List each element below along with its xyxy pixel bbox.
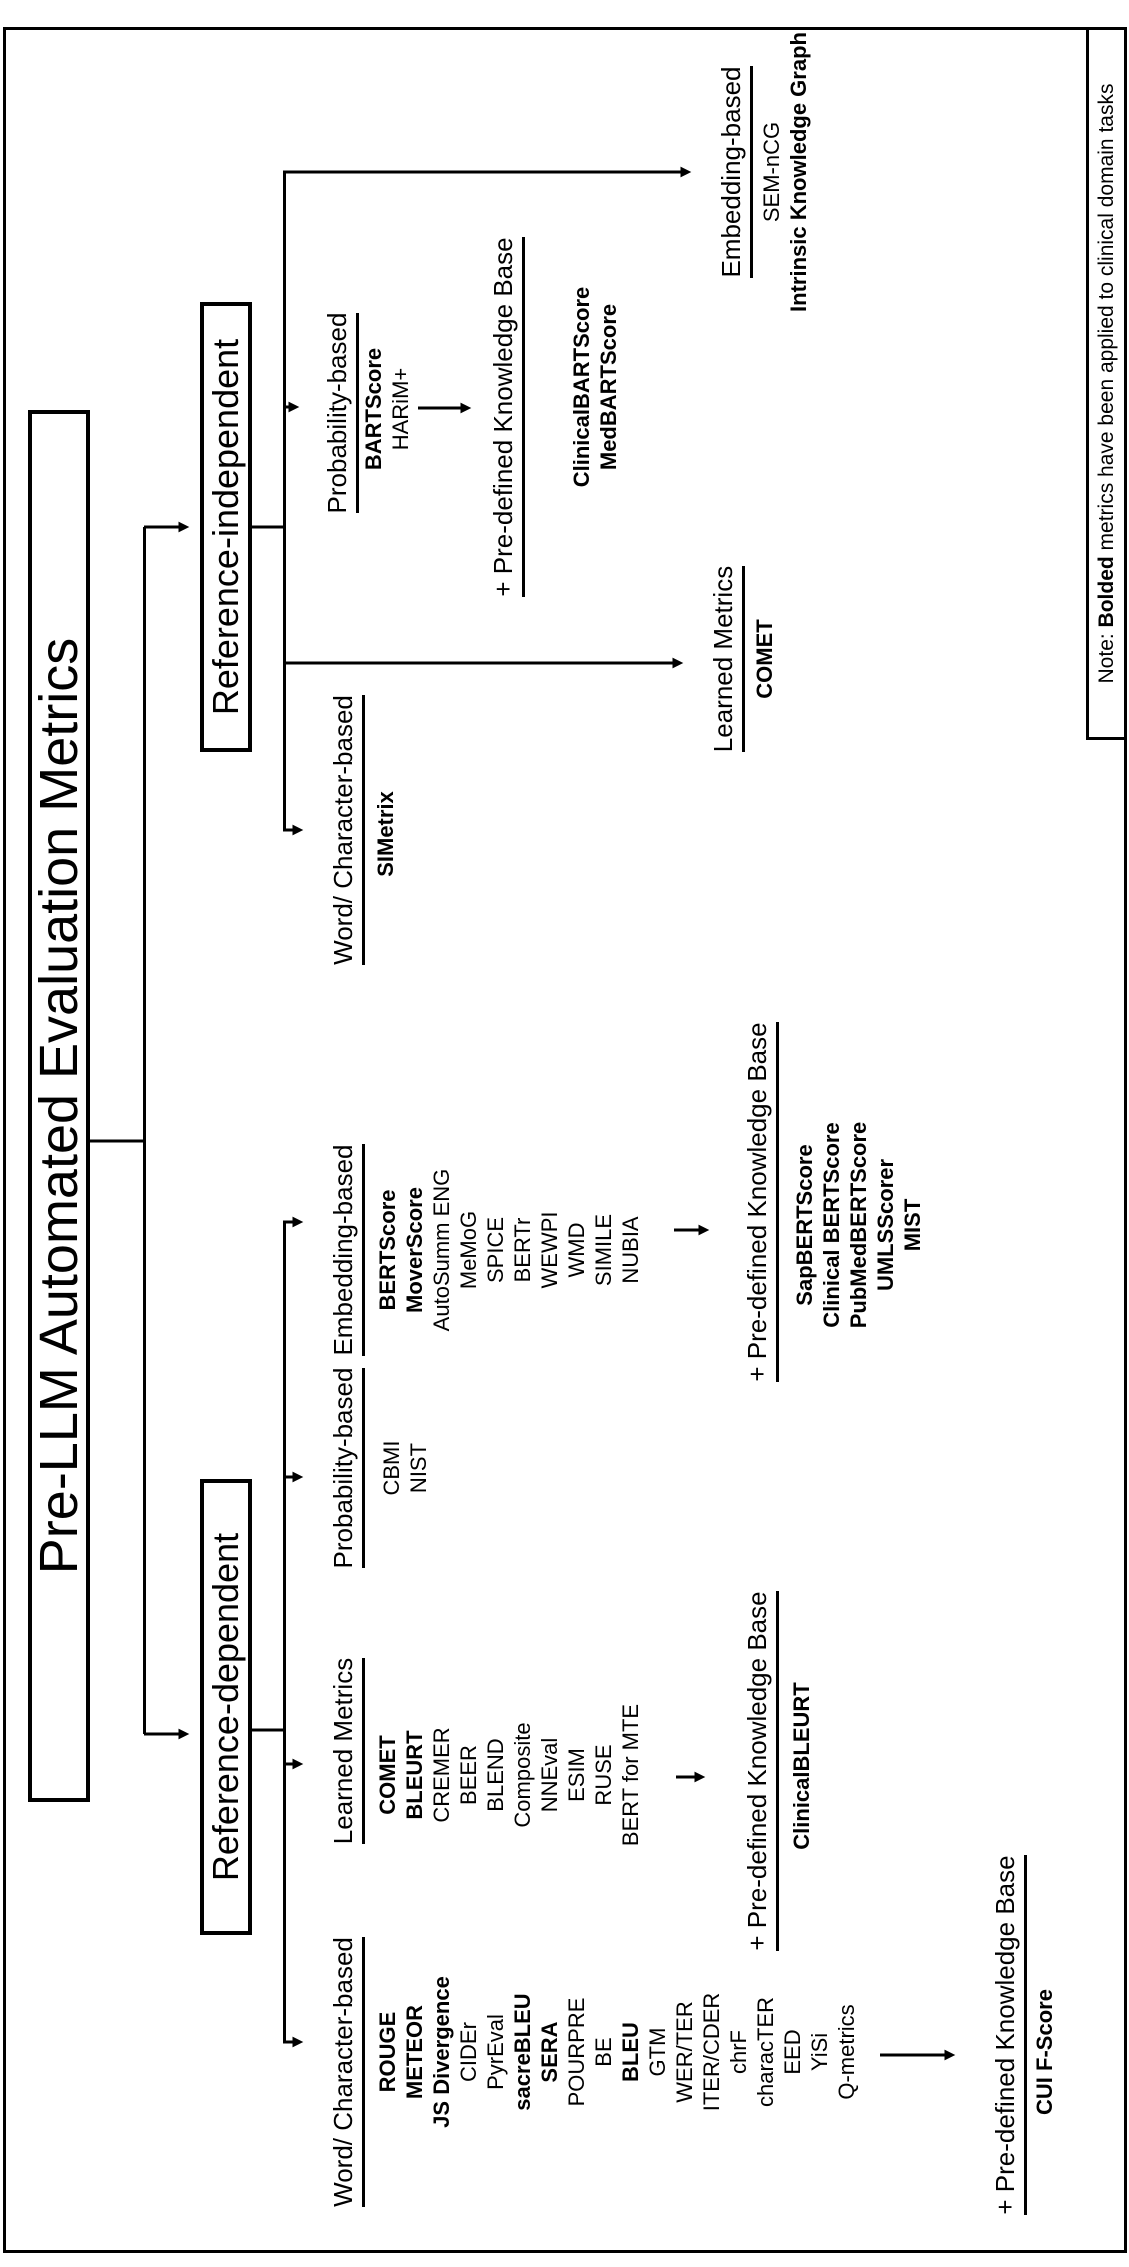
metric-list-ind-word-character: SIMetrix bbox=[372, 684, 399, 984]
kb-metric-item: SapBERTScore bbox=[792, 1144, 817, 1306]
kb-list-dep-learned: ClinicalBLEURT bbox=[788, 1616, 815, 1916]
note-prefix: Note: bbox=[1094, 627, 1118, 684]
metric-item: COMET bbox=[752, 619, 777, 699]
metric-item: POURPRE bbox=[564, 1997, 589, 2107]
kb-header-dep-embedding: + Pre-defined Knowledge Base bbox=[742, 1002, 779, 1402]
metric-item: WEWPI bbox=[537, 1211, 562, 1289]
kb-header-dep-word-character: + Pre-defined Knowledge Base bbox=[990, 1835, 1027, 2235]
note-bold-word: Bolded bbox=[1094, 556, 1118, 628]
metric-item: BARTScore bbox=[361, 347, 386, 471]
title-box: Pre-LLM Automated Evaluation Metrics bbox=[28, 410, 90, 1802]
metric-item: Composite bbox=[510, 1722, 535, 1828]
kb-metric-item: PubMedBERTScore bbox=[846, 1121, 871, 1329]
metric-item: CIDEr bbox=[456, 2022, 481, 2082]
metric-item: METEOR bbox=[402, 2004, 427, 2100]
kb-metric-item: CUI F-Score bbox=[1032, 1989, 1057, 2115]
metric-item: BEER bbox=[456, 1745, 481, 1805]
metric-item: SIMILE bbox=[591, 1213, 616, 1287]
metric-item: BLEURT bbox=[402, 1730, 427, 1820]
kb-header-ind-probability: + Pre-defined Knowledge Base bbox=[488, 217, 525, 617]
metric-item: COMET bbox=[375, 1735, 400, 1815]
category-header-ind-probability: Probability-based bbox=[322, 288, 359, 538]
category-header-dep-probability: Probability-based bbox=[328, 1343, 365, 1593]
category-header-dep-learned: Learned Metrics bbox=[328, 1626, 365, 1876]
category-header-dep-word-character: Word/ Character-based bbox=[328, 1922, 365, 2222]
metric-item: SIMetrix bbox=[373, 791, 398, 877]
metric-item: MoverScore bbox=[402, 1187, 427, 1313]
metric-item: Intrinsic Knowledge Graph bbox=[786, 32, 811, 312]
kb-metric-item: Clinical BERTScore bbox=[819, 1122, 844, 1328]
metric-item: MeMoG bbox=[456, 1210, 481, 1290]
category-header-ind-embedding: Embedding-based bbox=[716, 22, 753, 322]
metric-item: SEM-nCG bbox=[759, 121, 784, 223]
branch-label: Reference-dependent bbox=[205, 1532, 246, 1882]
branch-box-reference-independent: Reference-independent bbox=[200, 302, 252, 752]
kb-metric-item: ClinicalBLEURT bbox=[789, 1682, 814, 1850]
metric-item: SPICE bbox=[483, 1216, 508, 1284]
note-suffix: metrics have been applied to clinical do… bbox=[1094, 83, 1118, 557]
metric-item: NIST bbox=[406, 1442, 431, 1494]
metric-item: BERT for MTE bbox=[618, 1703, 643, 1847]
kb-metric-item: ClinicalBARTScore bbox=[569, 286, 594, 488]
metric-item: WMD bbox=[564, 1222, 589, 1278]
metric-item: ROUGE bbox=[375, 2011, 400, 2093]
metric-item: GTM bbox=[645, 2027, 670, 2077]
category-header-ind-learned: Learned Metrics bbox=[708, 534, 745, 784]
kb-metric-item: UMLSScorer bbox=[873, 1158, 898, 1292]
metric-item: BLEU bbox=[618, 2022, 643, 2082]
metric-item: BE bbox=[591, 2037, 616, 2067]
metric-item: ESIM bbox=[564, 1748, 589, 1802]
category-header-ind-word-character: Word/ Character-based bbox=[328, 680, 365, 980]
metric-item: PyrEval bbox=[483, 2014, 508, 2090]
kb-metric-item: MedBARTScore bbox=[596, 303, 621, 471]
note-box: Note: Bolded metrics have been applied t… bbox=[1086, 27, 1127, 740]
metric-item: BERTScore bbox=[375, 1189, 400, 1311]
metric-item: RUSE bbox=[591, 1744, 616, 1806]
metric-item: JS Divergence bbox=[429, 1976, 454, 2128]
metric-item: NNEval bbox=[537, 1737, 562, 1813]
category-header-dep-embedding: Embedding-based bbox=[328, 1125, 365, 1375]
metric-item: NUBIA bbox=[618, 1216, 643, 1284]
metric-item: HARiM+ bbox=[388, 367, 413, 451]
metric-list-ind-learned: COMET bbox=[751, 534, 778, 784]
kb-metric-item: MIST bbox=[900, 1198, 925, 1252]
metric-item: CBMI bbox=[379, 1440, 404, 1496]
metric-item: BLEND bbox=[483, 1738, 508, 1812]
metric-item: CREMER bbox=[429, 1727, 454, 1823]
branch-box-reference-dependent: Reference-dependent bbox=[200, 1479, 252, 1935]
metric-item: Q-metrics bbox=[834, 2004, 859, 2100]
metric-item: SERA bbox=[537, 2021, 562, 2083]
metric-item: YiSi bbox=[807, 2032, 832, 2072]
kb-list-dep-word-character: CUI F-Score bbox=[1031, 1902, 1058, 2202]
metric-item: EED bbox=[780, 2029, 805, 2075]
metric-item: BERTr bbox=[510, 1217, 535, 1283]
branch-label: Reference-independent bbox=[205, 338, 246, 716]
metric-item: AutoSumm ENG bbox=[429, 1168, 454, 1332]
metric-item: sacreBLEU bbox=[510, 1993, 535, 2111]
metric-item: ITER/CDER bbox=[699, 1992, 724, 2112]
kb-header-dep-learned: + Pre-defined Knowledge Base bbox=[742, 1571, 779, 1971]
metric-item: WER/TER bbox=[672, 2001, 697, 2103]
figure-title: Pre-LLM Automated Evaluation Metrics bbox=[29, 637, 89, 1575]
